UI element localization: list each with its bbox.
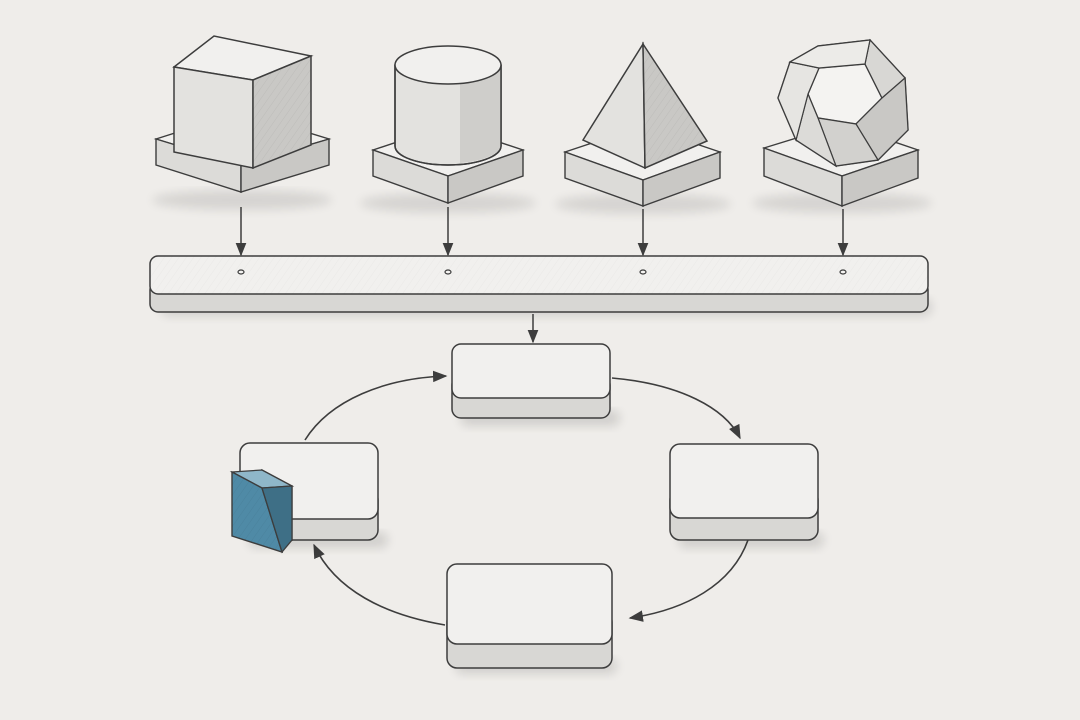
cylinder-node bbox=[360, 45, 536, 213]
cube-node bbox=[152, 35, 332, 210]
cube-icon bbox=[172, 35, 314, 170]
dodecahedron-node bbox=[752, 38, 932, 213]
arrow-top-to-right bbox=[611, 377, 741, 440]
arrow-right-to-bottom bbox=[628, 539, 749, 622]
cycle-arrows bbox=[304, 370, 749, 626]
pyramid-node bbox=[555, 41, 731, 214]
arrow-bottom-to-left bbox=[313, 543, 446, 626]
accent-block bbox=[229, 468, 295, 554]
dodecahedron-icon bbox=[777, 38, 909, 168]
bus-bar bbox=[149, 255, 932, 316]
input-arrows bbox=[235, 207, 849, 257]
cycle-node-bottom bbox=[446, 563, 617, 674]
cycle-node-top bbox=[451, 343, 620, 426]
cycle-node-right bbox=[669, 443, 824, 548]
pyramid-icon bbox=[581, 41, 709, 170]
arrow-left-to-top bbox=[304, 370, 448, 441]
input-shapes-row bbox=[152, 35, 932, 214]
cycle-nodes bbox=[229, 343, 824, 674]
cycle-node-left bbox=[229, 442, 388, 554]
bus-ports bbox=[237, 269, 847, 275]
cylinder-icon bbox=[394, 45, 502, 166]
